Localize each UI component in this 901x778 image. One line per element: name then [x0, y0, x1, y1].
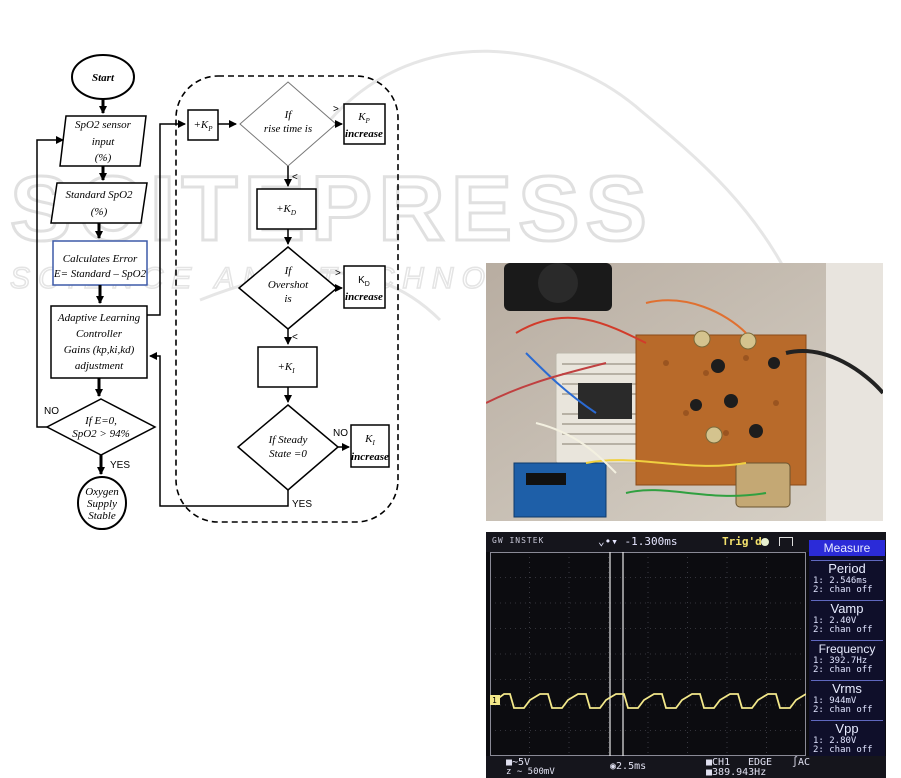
rise-lt-label: <	[292, 172, 298, 183]
yes-label-main: YES	[110, 460, 130, 471]
pulse-edge-icon	[779, 537, 793, 546]
measure-vrms[interactable]: Vrms 1: 944mV 2: chan off	[811, 680, 883, 715]
rise-label-1: If	[284, 109, 294, 121]
measure-value-2: 2: chan off	[813, 665, 873, 675]
add-kp-node	[187, 109, 219, 141]
oxygen-label-3: Stable	[88, 510, 116, 522]
measure-name: Frequency	[811, 640, 883, 657]
measure-value-1: 1: 2.80V	[813, 736, 857, 746]
kd-box-label: +KD	[276, 203, 296, 217]
measure-title[interactable]: Measure	[809, 540, 885, 556]
hardware-photo	[486, 263, 883, 521]
overshot-label-3: is	[284, 293, 291, 305]
measure-value-2: 2: chan off	[813, 745, 873, 755]
alc-label-4: adjustment	[75, 360, 124, 372]
alc-label-3: Gains (kp,ki,kd)	[64, 344, 135, 356]
ki-increase-text: increase	[351, 451, 389, 463]
measure-vpp[interactable]: Vpp 1: 2.80V 2: chan off	[811, 720, 883, 755]
kd-increase-node	[343, 265, 386, 309]
error-label-2: E= Standard – SpO2	[53, 268, 147, 280]
kp-increase-text: increase	[345, 128, 383, 140]
measure-name: Vamp	[811, 600, 883, 617]
sensor-label-1: SpO2 sensor	[75, 119, 132, 131]
overshot-label-1: If	[284, 265, 294, 277]
standard-label-2: (%)	[91, 206, 108, 218]
coupling-mode: ∫AC	[792, 757, 811, 768]
scope-status-bar: ■∼5V z ∼ 500mV ◉2.5ms ■CH1 EDGE ∫AC ■389…	[486, 756, 886, 778]
tuning-loop-container	[175, 75, 399, 523]
frequency-readout: ■389.943Hz	[706, 767, 767, 778]
overshot-gt-label: >	[335, 268, 341, 279]
scope-brand: GW INSTEK	[492, 536, 545, 545]
measure-value-2: 2: chan off	[813, 585, 873, 595]
spo2-sensor-input-node	[59, 115, 147, 167]
scope-waveform-grid: 1	[490, 552, 806, 756]
alc-label-1: Adaptive Learning	[57, 312, 141, 324]
alc-label-2: Controller	[76, 328, 123, 340]
scope-top-bar: GW INSTEK ⌄•▾ -1.300ms Trig'd	[486, 532, 886, 552]
decision-main-1: If E=0,	[84, 415, 117, 427]
ch1-waveform	[495, 693, 806, 709]
standard-label-1: Standard SpO2	[65, 189, 133, 201]
measure-vamp[interactable]: Vamp 1: 2.40V 2: chan off	[811, 600, 883, 635]
transformer	[735, 462, 791, 508]
kp-inc-label: KP	[357, 111, 370, 125]
measure-name: Period	[811, 560, 883, 577]
oxygen-supply-stable-node	[77, 476, 127, 530]
measure-value-1: 1: 944mV	[813, 696, 857, 706]
measure-period[interactable]: Period 1: 2.546ms 2: chan off	[811, 560, 883, 595]
no-label-main: NO	[44, 406, 59, 417]
steady-label-2: State =0	[269, 448, 307, 460]
arduino-board	[513, 462, 607, 518]
measure-value-1: 1: 2.546ms	[813, 576, 868, 586]
standard-spo2-node	[50, 182, 148, 224]
timebase-readout: ◉2.5ms	[610, 761, 647, 772]
kp-box-label: +KP	[193, 119, 213, 133]
trigger-status: Trig'd	[722, 535, 762, 548]
adaptive-learning-controller-node	[50, 305, 148, 379]
measure-value-2: 2: chan off	[813, 625, 873, 635]
sensor-label-3: (%)	[95, 152, 112, 164]
steady-yes-label: YES	[292, 499, 312, 510]
error-label-1: Calculates Error	[63, 253, 138, 265]
trigger-mode: EDGE	[748, 757, 773, 768]
error-zero-decision	[45, 398, 157, 456]
oxygen-label-1: Oxygen	[85, 486, 119, 498]
steady-no-label: NO	[333, 428, 348, 439]
rise-label-2: rise time is	[264, 123, 312, 135]
decision-main-2: SpO2 > 94%	[72, 428, 130, 440]
measure-menu: Measure Period 1: 2.546ms 2: chan off Va…	[809, 540, 885, 756]
sensor-label-2: input	[92, 136, 116, 148]
measure-value-2: 2: chan off	[813, 705, 873, 715]
overshot-label-2: Overshot	[268, 279, 309, 291]
steady-label-1: If Steady	[268, 434, 308, 446]
oxygen-label-2: Supply	[87, 498, 117, 510]
circuit-board-illustration	[486, 263, 883, 521]
oscilloscope-screen: GW INSTEK ⌄•▾ -1.300ms Trig'd 1 Measure	[486, 532, 886, 778]
measure-value-1: 1: 392.7Hz	[813, 656, 868, 666]
probe-setting: z ∼ 500mV	[506, 767, 555, 777]
ki-box-label: +KI	[277, 361, 295, 375]
rise-gt-label: >	[333, 104, 339, 115]
measure-value-1: 1: 2.40V	[813, 616, 857, 626]
start-label: Start	[92, 72, 115, 84]
add-kd-node	[256, 188, 317, 230]
trigger-time-readout: ⌄•▾ -1.300ms	[598, 535, 678, 548]
kd-increase-text: increase	[345, 291, 383, 303]
kd-inc-label: KD	[358, 275, 370, 288]
channel-marker: 1	[492, 696, 497, 705]
ki-inc-label: KI	[364, 433, 375, 447]
measure-name: Vrms	[811, 680, 883, 697]
trigger-led-icon	[761, 538, 769, 546]
kp-increase-node	[343, 103, 386, 145]
measure-frequency[interactable]: Frequency 1: 392.7Hz 2: chan off	[811, 640, 883, 675]
ch1-scale: ■∼5V	[506, 757, 531, 768]
measure-name: Vpp	[811, 720, 883, 737]
overshot-lt-label: <	[292, 332, 298, 343]
add-ki-node	[257, 346, 318, 388]
pid-flowchart: Start SpO2 sensor input (%) Standard SpO…	[36, 54, 399, 530]
channel-label: ■CH1	[706, 757, 731, 768]
ki-increase-node	[350, 424, 390, 468]
